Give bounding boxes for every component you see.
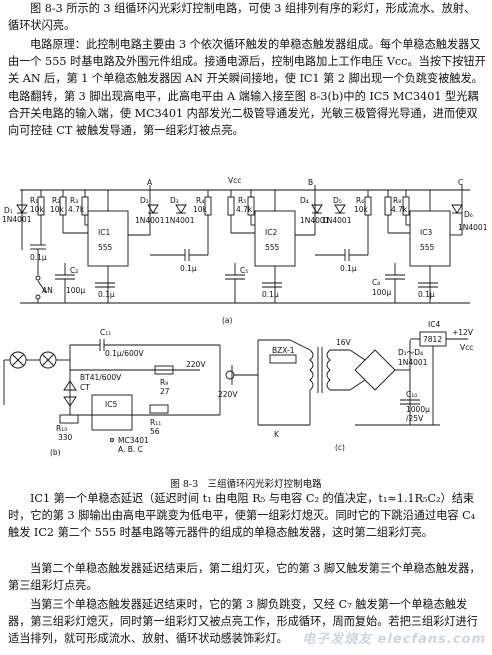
paragraph-ic1-delay: IC1 第一个单稳态延迟（延迟时间 t₁ 由电阻 R₅ 与电容 C₂ 的值决定，… (8, 492, 476, 540)
label-r5v: 4.7k (236, 205, 253, 214)
paragraph-second-stage: 当第二个单稳态触发器延迟结束后，第二组灯灭，它的第 3 脚又触发第三个单稳态触发… (8, 562, 481, 593)
label-12v: +12V (452, 328, 474, 337)
label-tag-b: (b) (50, 448, 61, 457)
label-ic2: IC2 (265, 228, 277, 237)
label-c10vv: /25V (406, 414, 424, 423)
label-c8: C₈ (372, 278, 380, 287)
label-r8v: 4.7k (391, 205, 408, 214)
label-d6v: 1N4001 (458, 223, 488, 232)
label-d5v: 1N4001 (322, 216, 352, 225)
label-d4v: 1N4001 (300, 216, 330, 225)
label-d3v: 1N4001 (165, 216, 195, 225)
label-d5: D₅ (333, 196, 342, 205)
label-vcc-c: Vcc (460, 343, 473, 352)
label-c: C (458, 178, 463, 187)
label-c2v: 100μ (66, 286, 85, 295)
label-d4: D₄ (300, 196, 309, 205)
label-tag-c: (c) (335, 443, 345, 452)
label-an: AN (42, 286, 53, 295)
label-d1d4v: 1N4001 (398, 358, 428, 367)
label-r6: R₆ (356, 196, 364, 205)
label-c4v: 0.1μ (180, 264, 197, 273)
label-c6v: 0.1μ (262, 290, 279, 299)
label-c3v: 0.1μ (98, 290, 115, 299)
label-ctn: CT (80, 383, 90, 392)
circuit-figure: D₁ 1N4001 R₁ 10k R₂ 10k R₃ 4.7k IC1 555 … (2, 176, 488, 457)
label-555-3: 555 (420, 243, 435, 252)
label-c8v: 100μ (372, 288, 391, 297)
label-r11v: 56 (150, 427, 160, 436)
label-r6v: 10k (354, 205, 369, 214)
label-r4: R₄ (196, 196, 204, 205)
label-r10v: 330 (58, 433, 73, 442)
watermark-logo: 电子发烧友 elecfans.com (302, 632, 486, 647)
label-abc: A. B. C (118, 445, 143, 454)
label-b: B (308, 178, 313, 187)
label-v220-c: 220V (218, 390, 238, 399)
paragraph-principle: 电路原理：此控制电路主要由 3 个依次循环触发的单稳态触发器组成。每个单稳态触发… (8, 38, 486, 138)
label-16v: 16V (336, 338, 352, 347)
label-c1v: 0.1μ (30, 253, 47, 262)
label-mc: MC3401 (118, 436, 149, 445)
label-ct: BT41/600V (80, 373, 122, 382)
label-c5: C₅ (240, 266, 248, 275)
label-d2: D₂ (140, 196, 149, 205)
label-bzx: BZX-1 (272, 346, 295, 355)
label-ic1: IC1 (98, 228, 110, 237)
label-vcc: Vcc (228, 176, 241, 185)
label-c10: C₁₀ (406, 390, 417, 399)
label-ic5: IC5 (105, 400, 117, 409)
label-a: A (147, 178, 153, 187)
label-c11: C₁₁ (100, 328, 111, 337)
paragraph-third-stage: 当第三个单稳态触发器延迟结束时，它的第 3 脚负跳变，又经 C₇ 触发第一个单稳… (8, 598, 478, 646)
label-r4v: 10k (193, 205, 208, 214)
label-c7v: 0.1μ (340, 264, 357, 273)
label-ic3: IC3 (420, 228, 432, 237)
label-r2: R₂ (52, 196, 60, 205)
label-c9v: 0.1μ (418, 290, 435, 299)
label-555-2: 555 (265, 243, 280, 252)
label-r11: R₁₁ (150, 418, 161, 427)
label-v220-b: 220V (186, 360, 206, 369)
label-d6: D₆ (464, 210, 473, 219)
label-d2v: 1N4001 (135, 216, 165, 225)
label-k: K (274, 430, 280, 439)
label-c2: C₂ (70, 266, 78, 275)
figure-caption: 图 8-3 三组循环闪光彩灯控制电路 (170, 479, 322, 490)
label-d1d4: D₁～D₄ (398, 348, 423, 357)
label-r10: R₁₀ (56, 424, 67, 433)
label-r5: R₅ (238, 196, 246, 205)
label-ic4v: 7812 (423, 335, 442, 344)
label-r1v: 10k (30, 205, 45, 214)
paragraph-intro: 图 8-3 所示的 3 组循环闪光彩灯控制电路，可使 3 组排列有序的彩灯，形成… (8, 2, 476, 33)
label-d1v: 1N4001 (2, 215, 32, 224)
label-555-1: 555 (98, 243, 113, 252)
label-r1: R₁ (30, 196, 38, 205)
label-r9v: 27 (160, 387, 170, 396)
label-c11v: 0.1μ/600V (105, 349, 145, 358)
label-r2v: 10k (50, 205, 65, 214)
label-r3: R₃ (70, 196, 78, 205)
label-c10v: 1000μ (406, 405, 430, 414)
label-d1: D₁ (4, 206, 13, 215)
label-r8: R₈ (393, 196, 401, 205)
label-tag-a: (a) (222, 316, 233, 325)
label-r9: R₉ (160, 378, 168, 387)
label-r3v: 4.7k (68, 205, 85, 214)
label-ic4: IC4 (428, 320, 440, 329)
label-d3: D₃ (170, 196, 179, 205)
